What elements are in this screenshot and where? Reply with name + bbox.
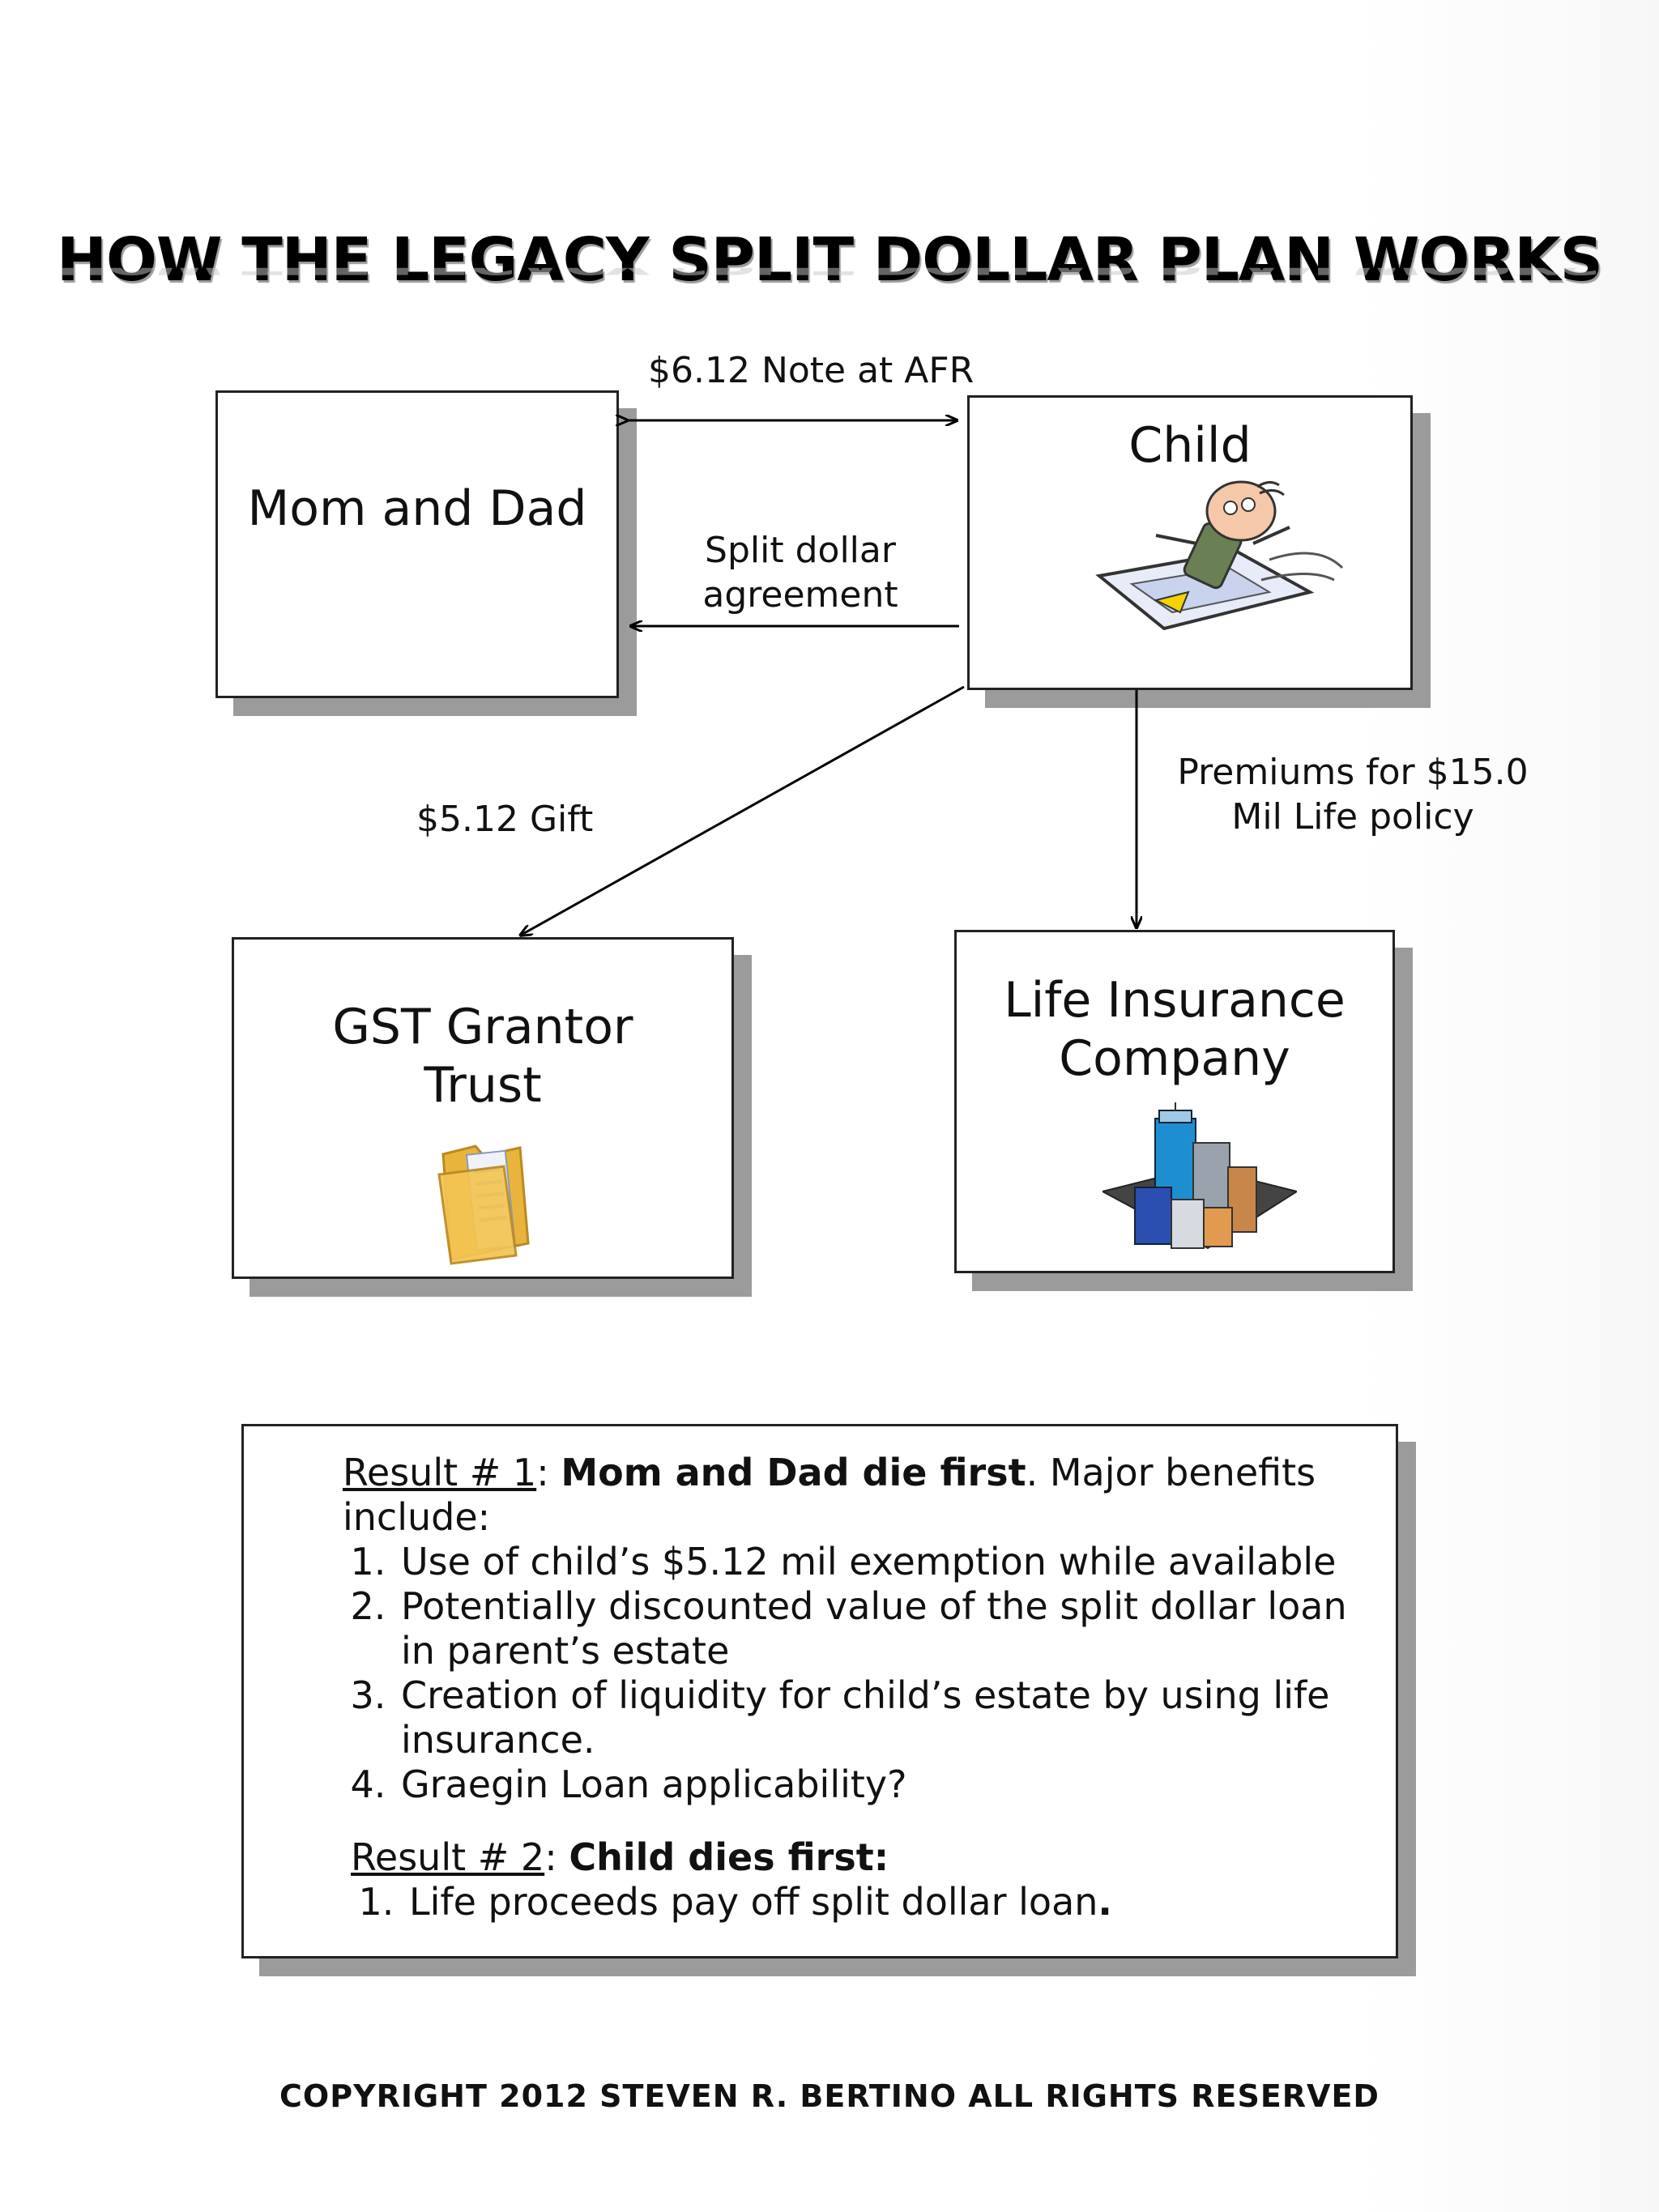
result-1-item: Use of child’s $5.12 mil exemption while…	[398, 1540, 1355, 1584]
result-1-intro: Result # 1: Mom and Dad die first. Major…	[343, 1451, 1316, 1539]
result-2: Result # 2: Child dies first: Life proce…	[351, 1835, 1323, 1924]
child-box: Child	[967, 395, 1413, 690]
office-buildings-icon	[1102, 1102, 1297, 1250]
parents-label: Mom and Dad	[247, 480, 587, 537]
gift-arrow	[520, 685, 965, 936]
trust-box: GST Grantor Trust	[232, 937, 734, 1279]
premium-label: Premiums for $15.0 Mil Life policy	[1150, 750, 1555, 839]
result-2-label: Result # 2	[351, 1835, 545, 1879]
premium-label-line2: Mil Life policy	[1231, 796, 1474, 837]
insurer-label: Life Insurance Company	[957, 971, 1392, 1088]
result-2-list: Life proceeds pay off split dollar loan.	[351, 1880, 1323, 1924]
split-dollar-label-line1: Split dollar	[705, 530, 896, 571]
copyright-notice: COPYRIGHT 2012 STEVEN R. BERTINO ALL RIG…	[279, 2078, 1380, 2114]
child-label: Child	[1128, 417, 1252, 474]
premium-label-line1: Premiums for $15.0	[1177, 752, 1529, 793]
diagram-title: HOW THE LEGACY SPLIT DOLLAR PLAN WORKS	[57, 225, 1603, 295]
note-label: $6.12 Note at AFR	[648, 350, 975, 391]
insurer-box: Life Insurance Company	[954, 930, 1395, 1273]
parents-box: Mom and Dad	[215, 390, 619, 698]
result-2-item: Life proceeds pay off split dollar loan.	[406, 1880, 1323, 1924]
split-dollar-label-line2: agreement	[702, 574, 898, 616]
result-2-item-end: .	[1098, 1880, 1112, 1924]
result-1: Result # 1: Mom and Dad die first. Major…	[343, 1451, 1355, 1807]
split-dollar-label: Split dollar agreement	[679, 528, 922, 617]
result-1-item: Potentially discounted value of the spli…	[398, 1584, 1355, 1673]
trust-label: GST Grantor Trust	[234, 998, 731, 1115]
result-1-heading: Mom and Dad die first	[561, 1451, 1026, 1494]
trust-label-line2: Trust	[424, 1057, 542, 1114]
result-1-item: Creation of liquidity for child’s estate…	[398, 1673, 1355, 1762]
result-1-list: Use of child’s $5.12 mil exemption while…	[343, 1540, 1355, 1807]
result-1-item: Graegin Loan applicability?	[398, 1762, 1355, 1807]
result-1-rest: . Major benefits include:	[343, 1451, 1316, 1539]
result-2-heading: Child dies first:	[569, 1835, 889, 1879]
child-figure-icon	[1095, 480, 1344, 631]
result-2-intro: Result # 2: Child dies first:	[351, 1835, 889, 1879]
result-2-item-text: Life proceeds pay off split dollar loan	[409, 1880, 1098, 1924]
trust-label-line1: GST Grantor	[332, 999, 633, 1055]
insurer-label-line2: Company	[1059, 1030, 1290, 1087]
insurer-label-line1: Life Insurance	[1004, 972, 1346, 1029]
result-1-label: Result # 1	[343, 1451, 537, 1494]
folder-icon	[437, 1144, 530, 1265]
results-box: Result # 1: Mom and Dad die first. Major…	[241, 1424, 1398, 1958]
gift-label: $5.12 Gift	[416, 799, 594, 840]
